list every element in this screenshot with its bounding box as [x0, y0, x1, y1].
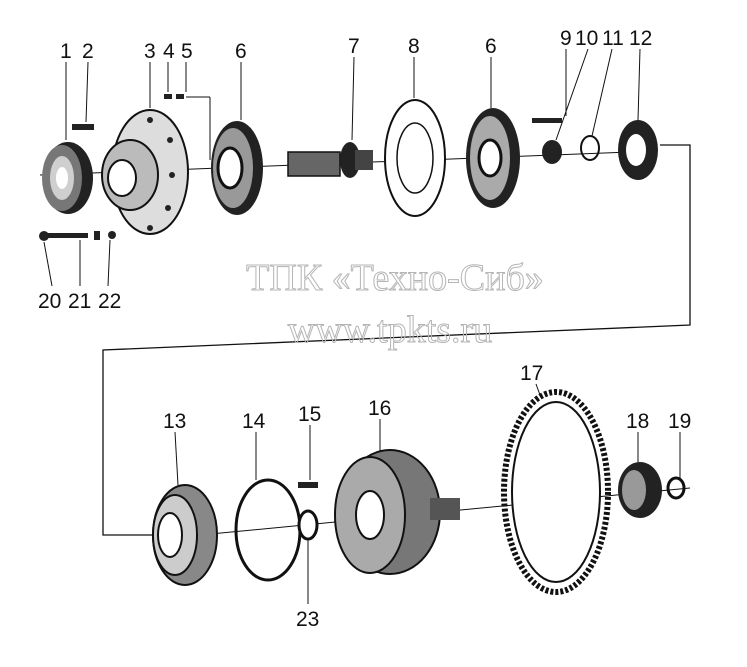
callout-7: 7 [348, 35, 360, 58]
part-1-bearing [42, 142, 93, 214]
callout-10: 10 [575, 27, 598, 50]
part-10-bushing [542, 140, 562, 164]
part-12-hub [618, 120, 658, 180]
callout-13: 13 [163, 410, 186, 433]
part-18-bearing [618, 462, 662, 518]
callout-9: 9 [560, 27, 572, 50]
callout-16: 16 [368, 397, 391, 420]
part-20-bolt [39, 231, 88, 241]
callout-15: 15 [298, 403, 321, 426]
part-5-pin [176, 94, 184, 99]
callout-1: 1 [60, 40, 72, 63]
callout-leaders [43, 48, 681, 604]
part-6-clutch-disk [211, 121, 263, 215]
callout-22: 22 [98, 290, 121, 313]
part-11-ring [580, 135, 600, 161]
callout-19: 19 [668, 410, 691, 433]
callout-8: 8 [408, 35, 420, 58]
part-9-bolt [532, 118, 562, 123]
part-15-pin [298, 482, 318, 488]
callout-21: 21 [68, 290, 91, 313]
callout-12: 12 [629, 27, 652, 50]
part-8-steel-plate [384, 99, 446, 217]
callout-6b: 6 [485, 35, 497, 58]
callout-14: 14 [242, 410, 266, 433]
callout-23: 23 [296, 608, 319, 631]
callout-6: 6 [235, 40, 247, 63]
watermark-company: ТПК «Техно-Сиб» [246, 257, 544, 299]
part-13-piston [152, 484, 218, 586]
part-16-clutch-drum [334, 449, 460, 575]
part-6b-clutch-disk [466, 108, 520, 208]
callout-2: 2 [82, 40, 94, 63]
part-17-gear-ring [501, 389, 611, 595]
callout-3: 3 [144, 40, 156, 63]
part-19-snap-ring [666, 476, 686, 500]
part-22-nut [108, 231, 116, 239]
callout-4: 4 [163, 40, 175, 63]
callout-5: 5 [181, 40, 193, 63]
watermark-url: www.tpkts.ru [288, 309, 492, 351]
callout-11: 11 [602, 27, 624, 50]
part-21-washer [94, 231, 100, 240]
part-2-pin [72, 124, 94, 130]
callout-17: 17 [520, 362, 543, 385]
part-14-o-ring [234, 478, 302, 582]
part-3-housing [101, 109, 189, 235]
assembly-connector-line [102, 144, 691, 536]
part-7-shaft [287, 142, 373, 178]
callout-20: 20 [38, 290, 61, 313]
part-4-pin [164, 94, 172, 99]
callout-18: 18 [626, 410, 649, 433]
part-23-washer [297, 509, 319, 541]
